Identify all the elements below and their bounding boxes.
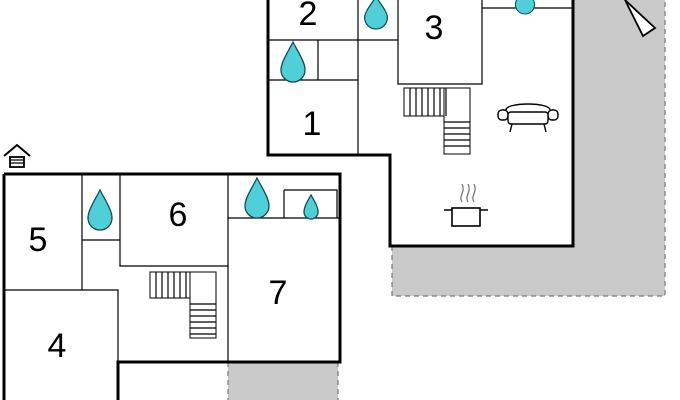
water-drop-icon [244, 176, 270, 219]
terrace-right [391, 0, 666, 297]
cooking-pot-icon [444, 183, 488, 227]
room-4-label: 4 [48, 327, 67, 365]
water-drop-icon [303, 193, 319, 220]
water-drop-icon [87, 188, 113, 231]
stairs-icon [149, 271, 217, 339]
terrace-bottom [227, 362, 339, 400]
room-3-label: 3 [425, 9, 444, 47]
room-6-label: 6 [169, 196, 188, 234]
room-5-label: 5 [29, 221, 48, 259]
house-entrance-icon [3, 143, 31, 168]
upper-building [266, 0, 575, 248]
room-2-label: 2 [299, 0, 318, 33]
stairs-icon [403, 87, 471, 155]
sofa-icon [497, 103, 559, 133]
compass-north-icon [624, 0, 657, 38]
lower-building [2, 172, 342, 400]
water-drop-icon [363, 0, 389, 30]
room-1-label: 1 [303, 105, 322, 143]
water-drop-icon [280, 40, 306, 83]
water-drop-icon [514, 0, 536, 15]
room-7-label: 7 [269, 274, 288, 312]
